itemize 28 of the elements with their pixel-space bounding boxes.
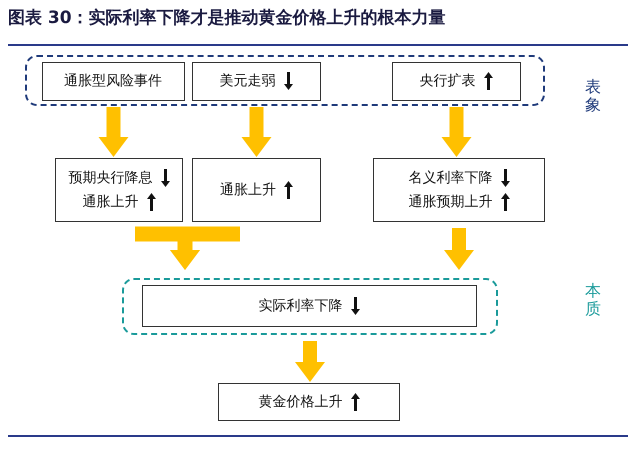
process-box (42, 62, 184, 100)
process-box (373, 158, 545, 222)
block-arrow (442, 107, 472, 157)
process-box (392, 62, 520, 100)
dashed-group-frame (122, 278, 498, 335)
box-text: 名义利率下降 (408, 169, 492, 187)
box-text: 通胀上升 (82, 193, 138, 211)
side-heading: 表象 (585, 78, 601, 114)
box-text: 实际利率下降 (258, 296, 342, 314)
process-box (142, 284, 476, 326)
process-box (218, 383, 400, 421)
side-heading: 本质 (585, 282, 601, 318)
process-box (192, 62, 320, 100)
block-arrow (242, 107, 272, 157)
chart-title: 图表 30：实际利率下降才是推动黄金价格上升的根本力量 (8, 7, 446, 29)
box-text: 央行扩表 (420, 72, 476, 90)
block-arrow (295, 341, 325, 382)
box-text: 通胀型风险事件 (64, 72, 162, 90)
process-box (192, 158, 321, 222)
box-text: 通胀预期上升 (408, 193, 492, 211)
block-arrow (98, 107, 128, 157)
dashed-group-frame (25, 55, 545, 106)
box-text: 预期央行降息 (68, 169, 152, 187)
block-arrow (444, 228, 474, 270)
box-text: 黄金价格上升 (258, 393, 342, 411)
box-text: 美元走弱 (220, 72, 276, 90)
box-text: 通胀上升 (220, 181, 276, 199)
process-box (55, 158, 183, 222)
